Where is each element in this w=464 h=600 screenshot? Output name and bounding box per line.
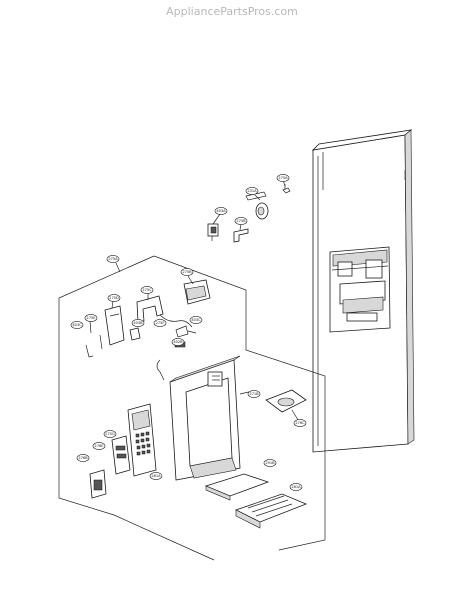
callout-281a-tray: 281A — [289, 483, 303, 491]
callout-276e: 276E — [92, 442, 106, 450]
callout-label: 403C — [72, 323, 82, 327]
top-small-parts — [207, 184, 291, 243]
callout-label: 403C — [191, 318, 201, 322]
callout-label: 402B — [173, 340, 183, 344]
callout-271b: 271B — [247, 390, 261, 398]
leader-lines — [89, 179, 299, 421]
ice-chute-funnel — [265, 389, 307, 413]
callout-label: 275F — [156, 321, 165, 325]
callout-bubble — [106, 255, 120, 263]
dispenser-housing — [169, 355, 241, 481]
callout-bubble — [107, 294, 121, 302]
callout-bubble — [140, 286, 154, 294]
callout-bubble — [180, 268, 194, 276]
callout-bubble — [103, 430, 117, 438]
callout-bubble — [171, 338, 185, 346]
callout-label: 275G — [105, 432, 115, 436]
callout-label: 403A — [216, 209, 226, 213]
callout-bubble — [276, 174, 290, 182]
keypad-buttons — [135, 431, 151, 456]
callout-291b: 291B — [263, 459, 277, 467]
callout-label: 281A — [291, 485, 301, 489]
callout-275g: 275G — [103, 430, 117, 438]
callout-275f: 275F — [153, 319, 167, 327]
drip-trays — [204, 473, 308, 529]
callout-275e: 275E — [84, 314, 98, 322]
callout-label: 276E — [94, 444, 104, 448]
callout-label: 271B — [249, 392, 259, 396]
callout-label: 275A — [278, 176, 288, 180]
watermark: AppliancePartsPros.com — [166, 5, 298, 18]
callout-bubble — [189, 316, 203, 324]
callout-403a: 403A — [214, 207, 228, 215]
callout-bubble — [263, 459, 277, 467]
callout-bubble — [214, 207, 228, 215]
callout-403c-right: 403C — [189, 316, 203, 324]
callout-bubble — [234, 217, 248, 225]
callout-bubble — [289, 483, 303, 491]
dispenser-assembly-outline — [58, 255, 326, 561]
refrigerator-door — [311, 129, 415, 453]
callout-labels: 275A 231A 403A 275B 275A 275B 275C 275D 403C 275E… — [70, 174, 307, 491]
callout-bubble — [293, 419, 307, 427]
callout-label: 403B — [133, 321, 143, 325]
callout-bubble — [84, 314, 98, 322]
callout-label: 275C — [142, 288, 152, 292]
callout-label: 275A — [108, 257, 118, 261]
callout-275a-top: 275A — [276, 174, 290, 182]
control-panel — [127, 403, 157, 477]
callout-bubble — [92, 442, 106, 450]
callout-276b: 276B — [76, 454, 90, 462]
callout-label: 275B — [182, 270, 192, 274]
callout-231a: 231A — [245, 187, 259, 195]
callout-label: 275B — [236, 219, 246, 223]
callout-bubble — [247, 390, 261, 398]
lower-left-parts — [89, 435, 131, 499]
callout-281a: 281A — [149, 472, 163, 480]
callout-label: 231A — [247, 189, 257, 193]
callout-275b-top: 275B — [234, 217, 248, 225]
callout-bubble — [131, 319, 145, 327]
callout-275c: 275C — [140, 286, 154, 294]
callout-402b: 402B — [171, 338, 185, 346]
callout-bubble — [153, 319, 167, 327]
callout-label: 276C — [295, 421, 305, 425]
callout-275d: 275D — [107, 294, 121, 302]
callout-bubble — [76, 454, 90, 462]
callout-label: 291B — [265, 461, 275, 465]
callout-label: 275E — [86, 316, 96, 320]
callout-label: 276B — [78, 456, 88, 460]
callout-403b: 403B — [131, 319, 145, 327]
callout-403c-left: 403C — [70, 321, 84, 329]
callout-275a-group: 275A — [106, 255, 120, 263]
callout-bubble — [70, 321, 84, 329]
callout-275b-mid: 275B — [180, 268, 194, 276]
callout-label: 281A — [151, 474, 161, 478]
callout-bubble — [149, 472, 163, 480]
callout-label: 275D — [109, 296, 119, 300]
callout-bubble — [245, 187, 259, 195]
callout-276c: 276C — [293, 419, 307, 427]
